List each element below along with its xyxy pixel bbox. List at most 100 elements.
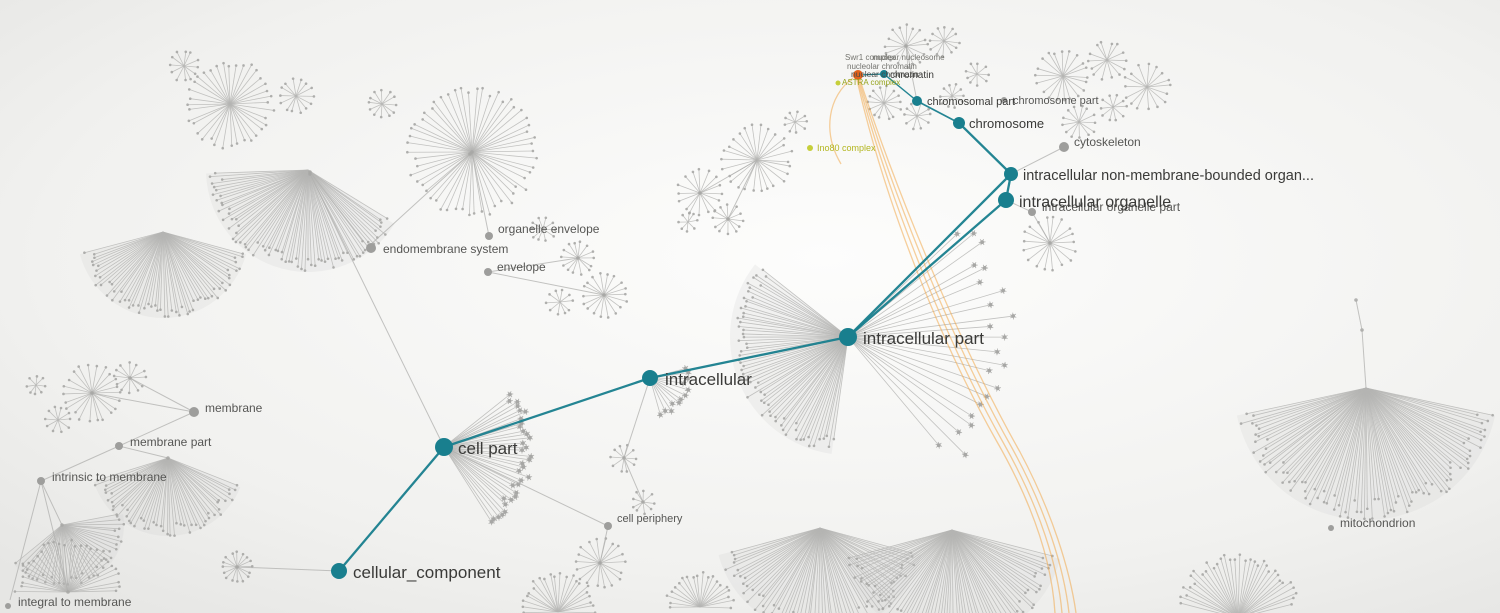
node-label[interactable]: chromosome part xyxy=(1013,95,1099,107)
term-dot xyxy=(32,559,35,563)
fan-spoke xyxy=(747,282,849,338)
node-label-intracellular_organelle[interactable]: intracellular organelle xyxy=(1019,194,1171,211)
term-dot xyxy=(887,595,891,599)
fan-spoke xyxy=(21,585,69,593)
term-dot xyxy=(1252,414,1255,417)
fan-spoke xyxy=(600,273,605,296)
fan-spoke xyxy=(756,159,763,191)
graph-node[interactable] xyxy=(1059,142,1069,152)
fan-spoke xyxy=(471,151,516,187)
term-dot xyxy=(1032,603,1035,607)
term-dot xyxy=(228,492,231,496)
term-dot xyxy=(1147,107,1150,111)
fan-cluster xyxy=(730,264,849,454)
graph-node[interactable] xyxy=(366,243,376,253)
node-label[interactable]: cell periphery xyxy=(617,513,683,525)
node-label[interactable]: intrinsic to membrane xyxy=(52,470,167,484)
fan-spoke xyxy=(1365,387,1469,439)
fan-spoke xyxy=(819,527,855,613)
fan-spoke xyxy=(687,213,690,223)
fan-spoke xyxy=(579,562,601,580)
graph-node-chromosomal_part[interactable] xyxy=(912,96,922,106)
graph-node-ino80-term[interactable] xyxy=(807,145,813,151)
term-dot xyxy=(196,132,199,135)
node-label[interactable]: envelope xyxy=(497,260,546,274)
graph-node[interactable] xyxy=(5,603,11,609)
term-dot xyxy=(1254,433,1257,436)
graph-node-chromatin[interactable] xyxy=(880,70,888,78)
graph-node[interactable] xyxy=(1028,208,1036,216)
graph-node-selected-term[interactable] xyxy=(853,70,863,80)
node-label[interactable]: integral to membrane xyxy=(18,595,132,609)
term-dot xyxy=(1084,80,1088,84)
graph-node[interactable] xyxy=(1328,525,1334,531)
term-dot xyxy=(192,121,196,125)
graph-node[interactable] xyxy=(115,442,123,450)
fan-spoke xyxy=(167,457,218,503)
fan-spoke xyxy=(603,294,617,314)
fan-spoke xyxy=(107,457,169,501)
graph-node[interactable] xyxy=(484,268,492,276)
term-dot xyxy=(416,164,419,168)
node-label-intracellular_part[interactable]: intracellular part xyxy=(863,329,984,348)
term-dot xyxy=(909,102,913,106)
fan-spoke xyxy=(35,376,38,386)
graph-node-intracellular[interactable] xyxy=(642,370,658,386)
fan-spoke xyxy=(1073,106,1080,123)
node-label-chromosome[interactable]: chromosome xyxy=(969,116,1044,131)
graph-node-astra-term[interactable] xyxy=(835,80,841,86)
term-dot xyxy=(1046,216,1049,219)
fan-spoke xyxy=(943,33,956,42)
graph-node-cellular_component[interactable] xyxy=(331,563,347,579)
graph-node[interactable] xyxy=(189,407,199,417)
node-label[interactable]: mitochondrion xyxy=(1340,516,1415,530)
fan-spoke xyxy=(468,92,473,153)
fan-spoke xyxy=(951,95,963,103)
graph-node-cell_part[interactable] xyxy=(435,438,453,456)
node-label-intracellular[interactable]: intracellular xyxy=(665,370,752,389)
graph-node-intracellular_organelle[interactable] xyxy=(998,192,1014,208)
term-bug-node xyxy=(1002,363,1007,368)
graph-node[interactable] xyxy=(37,477,45,485)
fan-spoke xyxy=(236,560,251,568)
term-dot xyxy=(43,417,47,421)
graph-node[interactable] xyxy=(485,232,493,240)
graph-node[interactable] xyxy=(1001,97,1007,103)
graph-node-chromosome[interactable] xyxy=(953,117,965,129)
term-dot xyxy=(606,316,610,319)
fan-spoke xyxy=(1365,387,1452,480)
fan-spoke xyxy=(471,88,483,153)
node-label-cellular_component[interactable]: cellular_component xyxy=(353,563,501,582)
node-label[interactable]: organelle envelope xyxy=(498,222,600,236)
term-dot xyxy=(241,255,244,258)
node-label-chromatin[interactable]: chromatin xyxy=(890,70,934,81)
node-label-intracellular_nmb_organelle[interactable]: intracellular non-membrane-bounded organ… xyxy=(1023,168,1314,184)
fan-spoke xyxy=(368,101,383,105)
term-dot xyxy=(243,138,246,142)
fan-spoke xyxy=(218,169,309,212)
fan-spoke xyxy=(797,527,821,613)
node-label-chromosomal_part[interactable]: chromosomal part xyxy=(927,96,1015,108)
graph-node[interactable] xyxy=(604,522,612,530)
fan-spoke xyxy=(264,169,309,251)
node-label[interactable]: membrane xyxy=(205,401,263,415)
graph-node-intracellular_part[interactable] xyxy=(839,328,857,346)
term-dot xyxy=(589,264,593,268)
fan-spoke xyxy=(869,102,885,110)
term-dot xyxy=(807,435,810,439)
node-label[interactable]: endomembrane system xyxy=(383,242,508,256)
term-dot xyxy=(724,568,727,571)
node-label[interactable]: intracellular organelle part xyxy=(1042,200,1181,214)
node-label[interactable]: membrane part xyxy=(130,435,212,449)
term-bug-node xyxy=(527,457,532,462)
node-label[interactable]: cytoskeleton xyxy=(1074,135,1141,149)
fan-spoke xyxy=(443,446,506,505)
node-label-cell_part[interactable]: cell part xyxy=(458,439,518,458)
graph-node-intracellular_nmb_organelle[interactable] xyxy=(1004,167,1018,181)
term-dot xyxy=(287,260,291,263)
fan-spoke xyxy=(95,457,169,486)
term-dot xyxy=(1042,90,1046,94)
term-dot xyxy=(737,186,740,189)
